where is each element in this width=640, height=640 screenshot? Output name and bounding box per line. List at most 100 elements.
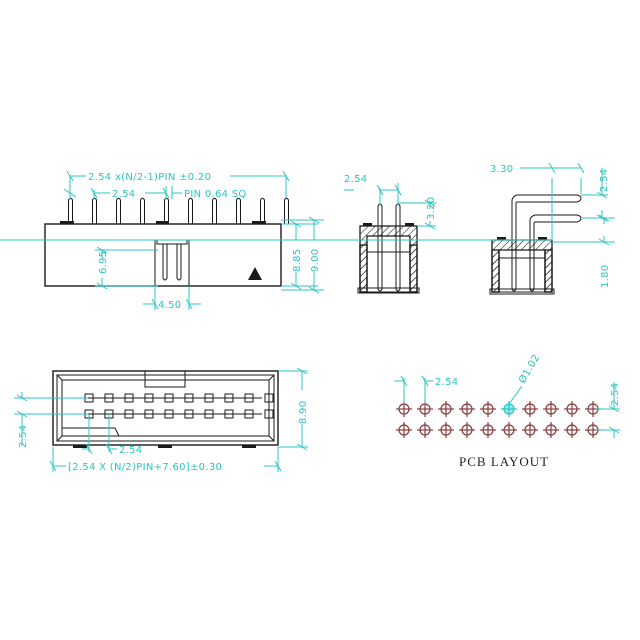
side-base bbox=[357, 287, 420, 294]
side-top-nub-right bbox=[405, 223, 414, 226]
dim-pin-size-text: PIN 0.64 SQ bbox=[184, 189, 247, 200]
dim-pin-length-above-text: 3.20 bbox=[426, 197, 437, 220]
dim-tail-length: 3.30 bbox=[0, 162, 585, 241]
dim-pcb-pitch: 2.54 bbox=[394, 375, 458, 404]
top-plan-view: 2.54 2.54 8.90 bbox=[14, 367, 309, 473]
front-pin bbox=[92, 197, 97, 225]
dim-tail-length-text: 3.30 bbox=[490, 164, 513, 175]
top-key-notch bbox=[144, 370, 186, 388]
top-cavity bbox=[61, 379, 270, 437]
dim-pitch-side: 2.54 bbox=[344, 174, 402, 205]
pcb-hole bbox=[543, 401, 559, 417]
pcb-hole bbox=[438, 422, 454, 438]
dim-pcb-hole-diameter: Ø1.02 bbox=[508, 352, 542, 405]
top-body-outer bbox=[52, 370, 279, 446]
top-pin bbox=[244, 409, 254, 419]
dim-ra-row-pitch: 2.54 bbox=[581, 168, 610, 222]
pcb-hole bbox=[480, 401, 496, 417]
front-pin bbox=[188, 197, 193, 225]
side-wall-right bbox=[409, 244, 418, 293]
dim-body-height-outer-text: 9.00 bbox=[310, 249, 321, 272]
pcb-hole bbox=[522, 401, 538, 417]
dim-top-body-length: [2.54 X (N/2)PIN+7.60]±0.30 bbox=[49, 447, 282, 473]
pcb-hole bbox=[522, 422, 538, 438]
dim-pcb-pitch-text: 2.54 bbox=[435, 377, 458, 388]
dim-key-depth-text: 6.95 bbox=[98, 251, 109, 274]
front-pin bbox=[260, 197, 265, 225]
pcb-hole bbox=[459, 401, 475, 417]
front-elevation-view: 2.54 x(N/2-1)PIN ±0.20 2.54 PIN 0.64 SQ bbox=[44, 170, 324, 311]
front-pin bbox=[116, 197, 121, 225]
pcb-hole bbox=[438, 401, 454, 417]
ra-pin-upper bbox=[511, 194, 582, 292]
dim-top-row-pitch: 2.54 bbox=[14, 392, 88, 448]
front-pin bbox=[236, 197, 241, 225]
front-pin bbox=[212, 197, 217, 225]
dim-top-body-length-text: [2.54 X (N/2)PIN+7.60]±0.30 bbox=[68, 462, 222, 473]
top-pin bbox=[184, 393, 194, 403]
dim-overall-pitch: 2.54 x(N/2-1)PIN ±0.20 bbox=[66, 170, 290, 198]
pcb-hole bbox=[501, 422, 517, 438]
top-pin bbox=[264, 409, 274, 419]
front-top-nub-left bbox=[60, 221, 74, 225]
front-pin-group bbox=[68, 197, 289, 225]
side-section-right-angle-view: 3.30 2.54 1.80 bbox=[0, 162, 615, 295]
top-pin bbox=[144, 409, 154, 419]
top-pin bbox=[224, 393, 234, 403]
front-pin bbox=[284, 197, 289, 225]
top-foot-right bbox=[242, 445, 256, 448]
ra-wall-right bbox=[544, 249, 553, 293]
top-pin bbox=[204, 409, 214, 419]
side-straight-pin bbox=[377, 203, 383, 292]
pcb-hole bbox=[480, 422, 496, 438]
ra-top-nub-left bbox=[497, 237, 506, 240]
dim-pcb-row-pitch-text: 2.54 bbox=[610, 383, 621, 406]
ra-base bbox=[489, 288, 555, 295]
dim-body-height-inner-text: 8.85 bbox=[292, 249, 303, 272]
top-pin bbox=[204, 393, 214, 403]
side-straight-pin bbox=[395, 203, 401, 292]
front-top-nub-mid bbox=[156, 221, 168, 225]
top-body-inner bbox=[56, 374, 275, 442]
dim-key-width: 4.50 bbox=[143, 286, 201, 311]
top-foot-left bbox=[73, 445, 87, 448]
dim-top-pitch: 2.54 bbox=[82, 414, 142, 456]
pcb-layout-label: PCB LAYOUT bbox=[459, 454, 549, 469]
pcb-hole bbox=[396, 422, 412, 438]
front-pin bbox=[140, 197, 145, 225]
dim-top-body-width-text: 8.90 bbox=[298, 401, 309, 424]
top-pin bbox=[244, 393, 254, 403]
dim-tail-offset: 1.80 bbox=[552, 214, 615, 288]
top-key-notch-lower bbox=[61, 427, 120, 437]
pcb-hole bbox=[459, 422, 475, 438]
top-pin bbox=[224, 409, 234, 419]
dim-pitch-front-text: 2.54 bbox=[112, 189, 135, 200]
top-pin bbox=[144, 393, 154, 403]
dim-top-body-width: 8.90 bbox=[278, 367, 309, 451]
ra-pin-lower bbox=[529, 214, 582, 292]
front-pin bbox=[164, 197, 169, 225]
dim-top-pitch-text: 2.54 bbox=[119, 445, 142, 456]
dim-pin-size: PIN 0.64 SQ bbox=[171, 186, 247, 200]
top-pin-row-1 bbox=[84, 393, 274, 403]
dim-pcb-row-pitch: 2.54 bbox=[596, 382, 621, 438]
pcb-hole bbox=[417, 422, 433, 438]
pcb-hole-row-1 bbox=[396, 401, 601, 417]
pcb-layout-view: 2.54 Ø1.02 2.54 PCB LAYOUT bbox=[394, 352, 621, 469]
dim-key-width-text: 4.50 bbox=[158, 300, 181, 311]
pcb-hole bbox=[564, 422, 580, 438]
pcb-hole bbox=[564, 401, 580, 417]
side-section-straight-view: 2.54 3.20 bbox=[344, 174, 437, 294]
dim-pitch-front: 2.54 bbox=[63, 186, 170, 200]
top-pin bbox=[124, 393, 134, 403]
side-cavity bbox=[366, 251, 411, 293]
pcb-hole bbox=[543, 422, 559, 438]
dim-top-row-pitch-text: 2.54 bbox=[18, 425, 29, 448]
top-pin bbox=[164, 409, 174, 419]
dim-pcb-hole-diameter-text: Ø1.02 bbox=[516, 352, 542, 385]
dim-tail-offset-text: 1.80 bbox=[600, 265, 611, 288]
ra-cavity bbox=[498, 257, 546, 293]
side-top-nub-left bbox=[363, 223, 372, 226]
